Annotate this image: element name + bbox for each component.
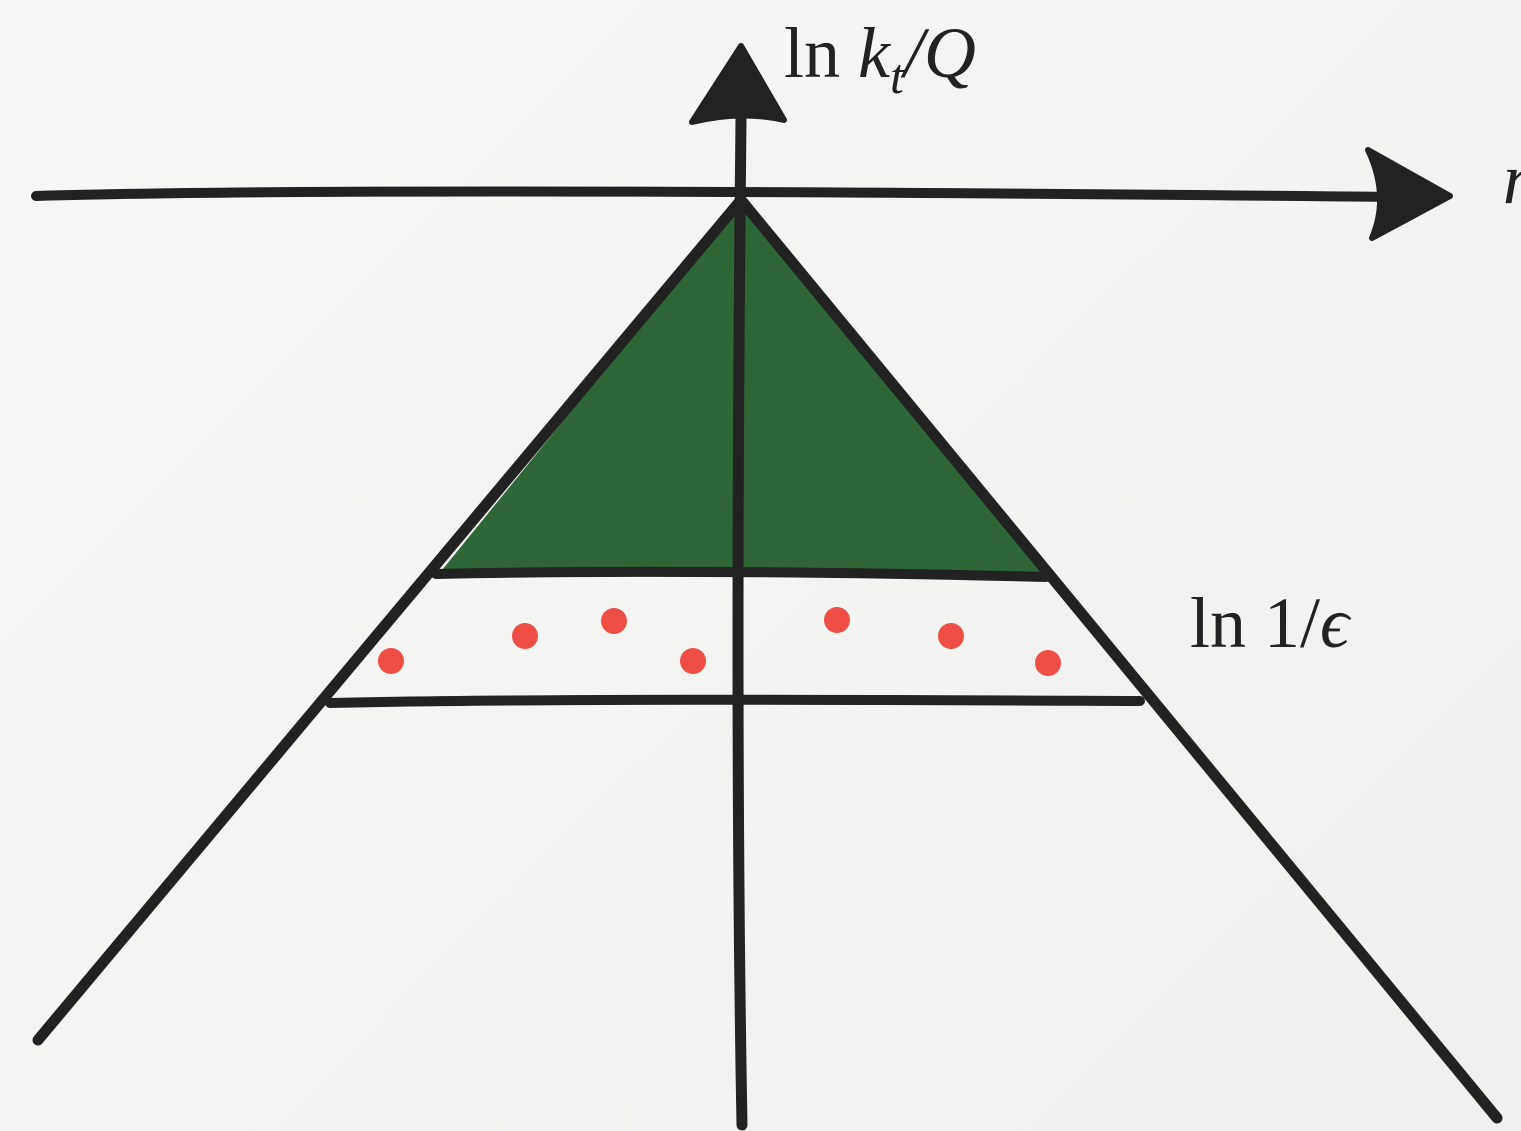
y-axis-label-variable: k: [858, 13, 892, 93]
y-axis-label-subscript: t: [890, 48, 905, 104]
emission-point: [601, 608, 627, 634]
emission-point: [680, 648, 706, 674]
y-axis-line: [732, 114, 748, 1131]
x-axis-label: η: [1503, 139, 1521, 219]
right-boundary-line: [735, 194, 1503, 1124]
emission-point: [378, 648, 404, 674]
band-label-variable: ϵ: [1320, 583, 1352, 663]
left-boundary-line: [32, 194, 747, 1046]
emission-points: [378, 607, 1061, 676]
emission-point: [512, 623, 538, 649]
x-axis-arrowhead: [1365, 147, 1453, 241]
emission-point: [1035, 650, 1061, 676]
band-label-prefix: ln 1/: [1190, 583, 1320, 663]
band-label: ln 1/ϵ: [1190, 583, 1352, 663]
band-upper-line: [431, 566, 1051, 582]
band-lower-line: [325, 694, 1145, 708]
y-axis-label: ln kt/Q: [784, 13, 976, 104]
y-axis-label-rest: /Q: [900, 13, 976, 93]
emission-point: [938, 623, 964, 649]
x-axis-line: [31, 186, 1400, 202]
y-axis-arrowhead: [689, 43, 787, 125]
y-axis-label-prefix: ln: [784, 13, 840, 93]
emission-point: [824, 607, 850, 633]
